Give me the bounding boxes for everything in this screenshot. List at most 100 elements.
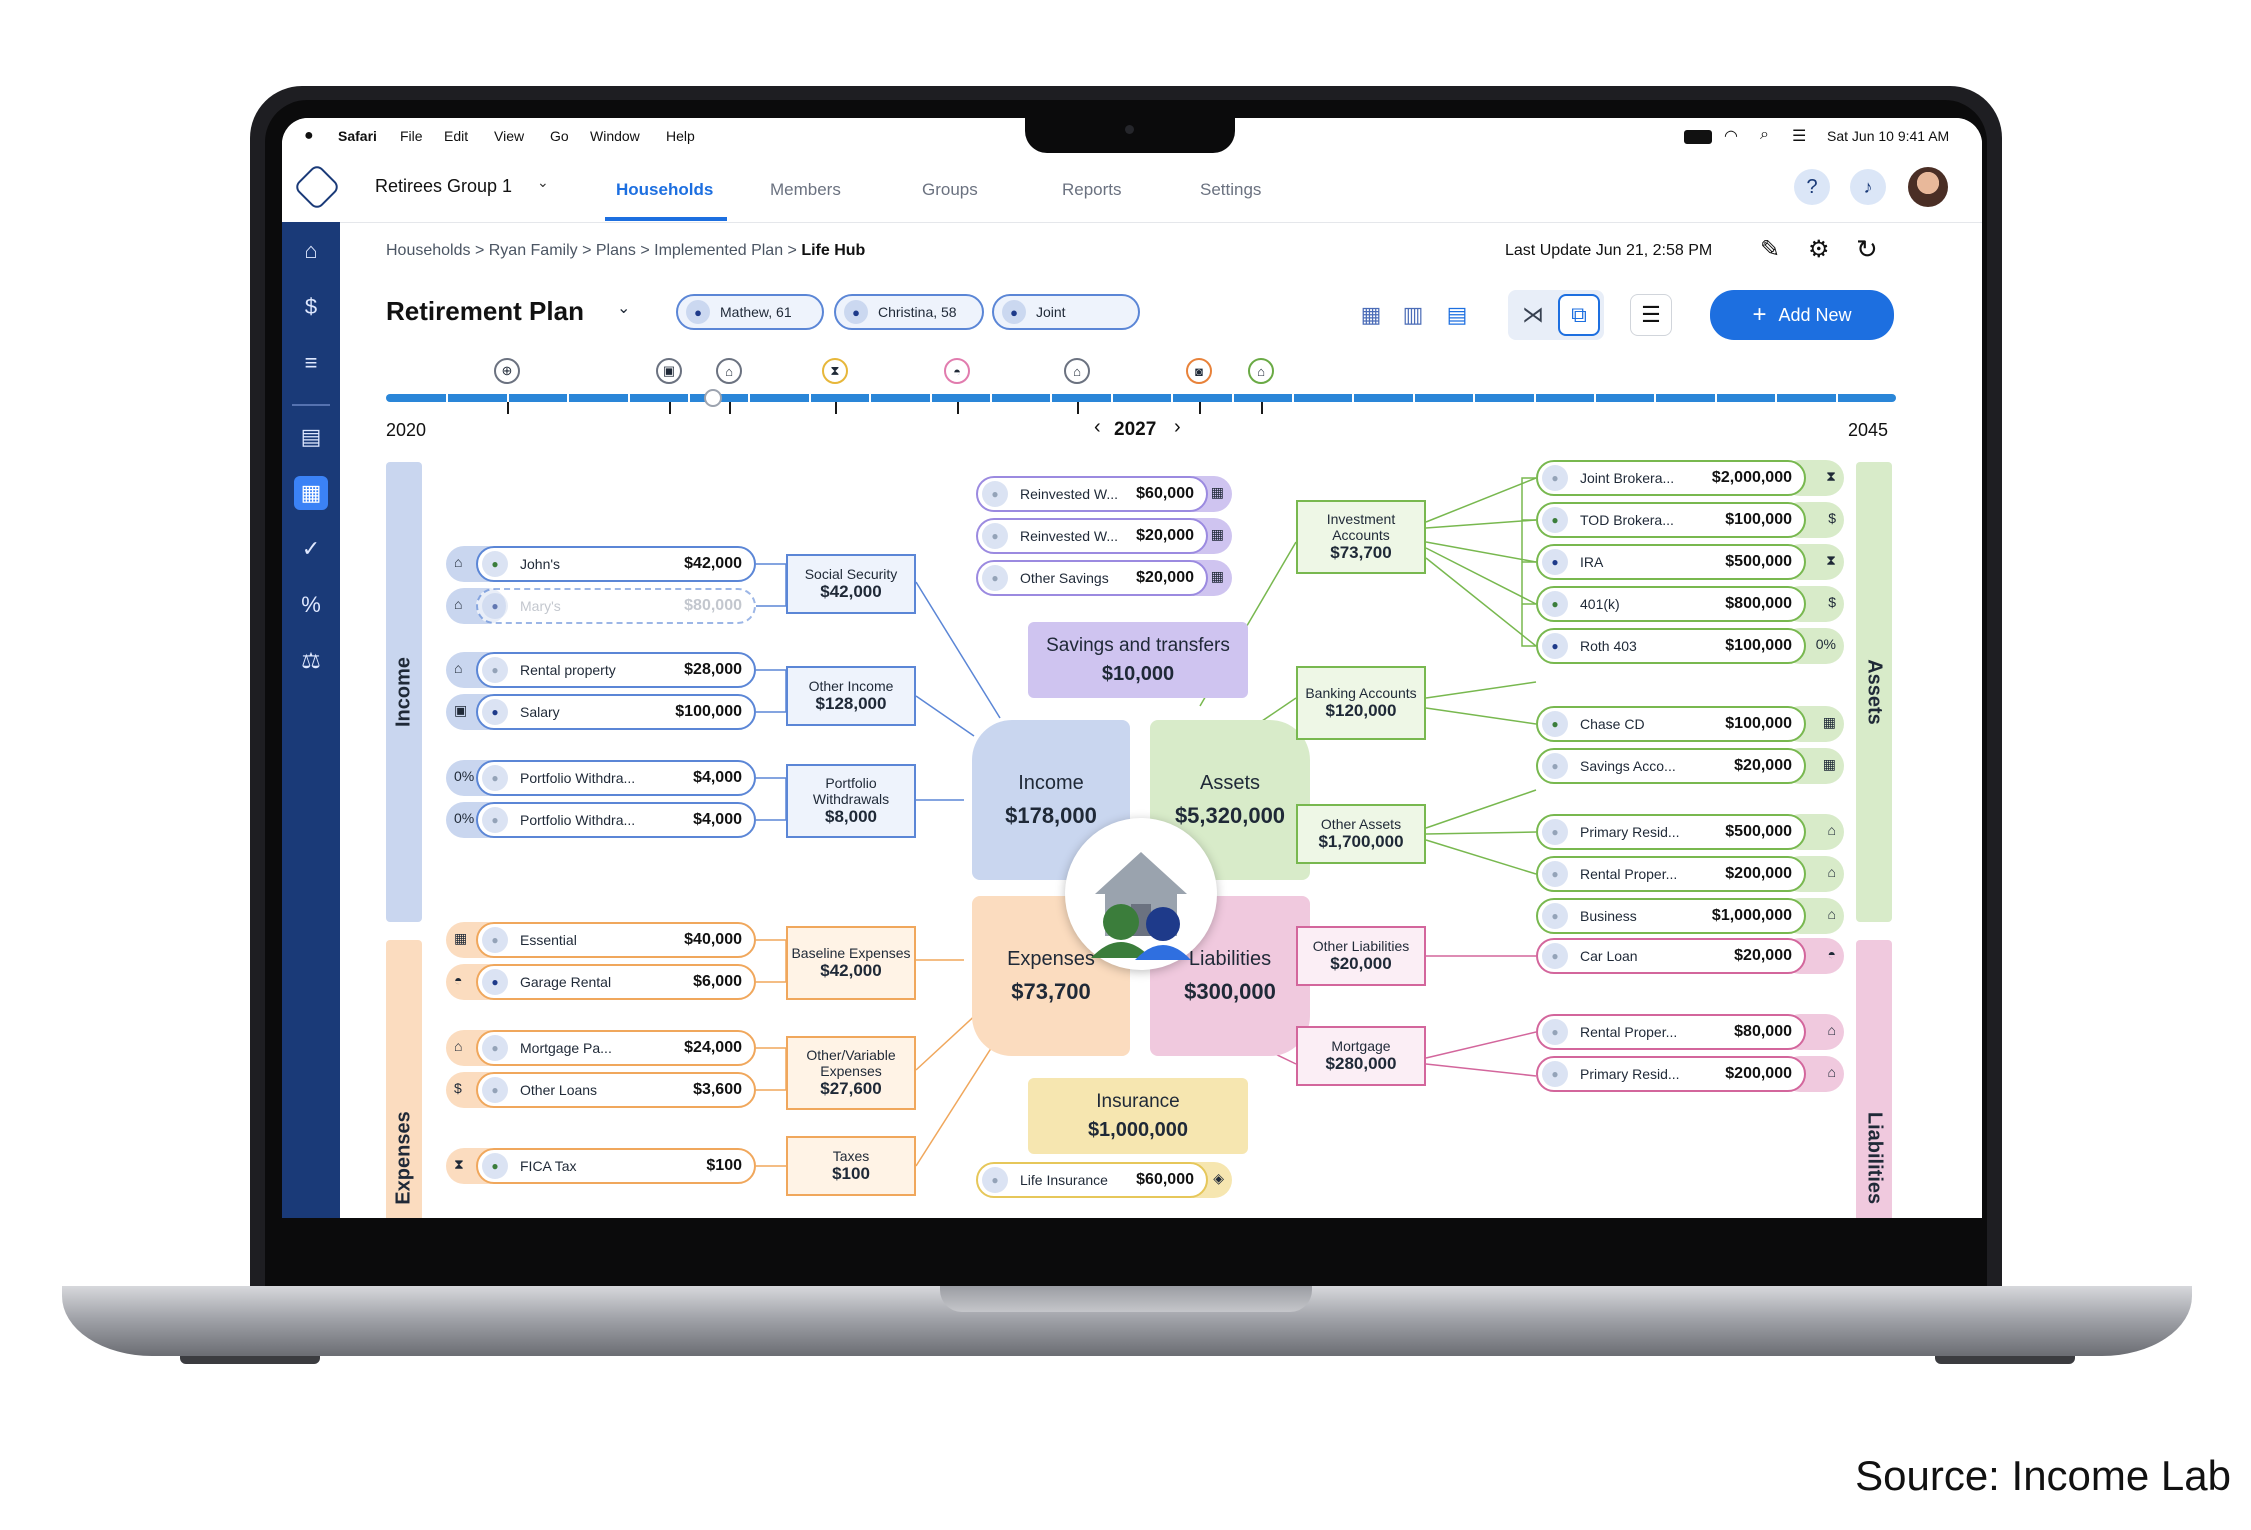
group-other-liabilities[interactable]: Other Liabilities$20,000	[1296, 926, 1426, 986]
menu-file[interactable]: File	[400, 128, 423, 144]
menu-window[interactable]: Window	[590, 128, 640, 144]
menu-clock[interactable]: Sat Jun 10 9:41 AM	[1827, 128, 1950, 144]
menu-go[interactable]: Go	[550, 128, 569, 144]
bank-icon: ⌂	[454, 596, 463, 612]
group-value: $20,000	[1330, 954, 1392, 973]
tab-groups[interactable]: Groups	[922, 180, 978, 199]
item-label: Other Savings	[1020, 570, 1109, 586]
item-card: ●IRA$500,000	[1536, 544, 1806, 580]
group-label: Other Liabilities	[1312, 938, 1410, 954]
group-portfolio-withdrawals[interactable]: Portfolio Withdrawals$8,000	[786, 764, 916, 838]
group-social-security[interactable]: Social Security$42,000	[786, 554, 916, 614]
menu-icon[interactable]: ≡	[304, 350, 318, 375]
apple-icon[interactable]: ●	[304, 127, 314, 144]
layout-icon[interactable]: ▤	[300, 424, 322, 449]
house-icon: ⌂	[1827, 1022, 1836, 1038]
group-baseline-expenses[interactable]: Baseline Expenses$42,000	[786, 926, 916, 1000]
control-center-icon[interactable]: ☰	[1792, 128, 1807, 145]
timeline-event-bank-icon[interactable]: ⌂	[716, 358, 742, 384]
menu-edit[interactable]: Edit	[444, 128, 469, 144]
scales-icon[interactable]: ⚖	[301, 648, 321, 673]
tab-settings[interactable]: Settings	[1200, 180, 1262, 199]
summary-value: $10,000	[1101, 662, 1175, 685]
stack-view-icon[interactable]: ▤	[1446, 302, 1468, 327]
timeline-handle[interactable]	[704, 389, 722, 407]
item-value: $20,000	[1734, 757, 1792, 774]
percent-icon[interactable]: %	[301, 592, 321, 617]
group-other-variable-expenses[interactable]: Other/Variable Expenses$27,600	[786, 1036, 916, 1110]
filter-sliders-icon[interactable]: ☰	[1630, 294, 1672, 336]
group-banking-accounts[interactable]: Banking Accounts$120,000	[1296, 666, 1426, 740]
group-investment-accounts[interactable]: Investment Accounts$73,700	[1296, 500, 1426, 574]
home-icon[interactable]: ⌂	[304, 238, 318, 263]
timeline-event-add-icon[interactable]: ⊕	[494, 358, 520, 384]
clipboard-icon[interactable]: ✓	[301, 536, 321, 561]
timeline-event-bank-icon[interactable]: ⌂	[1064, 358, 1090, 384]
laptop-foot	[1935, 1356, 2075, 1364]
money-icon[interactable]: $	[304, 294, 318, 319]
dollar-icon: $	[1828, 594, 1836, 610]
tab-members[interactable]: Members	[770, 180, 841, 199]
group-other-income[interactable]: Other Income$128,000	[786, 666, 916, 726]
household-hub[interactable]	[1065, 818, 1217, 970]
flow-view-icon[interactable]: ⋊	[1522, 302, 1544, 327]
breadcrumb: Households > Ryan Family > Plans > Imple…	[386, 242, 865, 260]
quad-value: $73,700	[1011, 978, 1091, 1004]
bell-icon[interactable]: ♪	[1850, 169, 1886, 205]
laptop-bottom-bezel	[265, 1218, 1987, 1286]
menu-view[interactable]: View	[494, 128, 525, 144]
member-pill-christina[interactable]: ●Christina, 58	[834, 294, 984, 330]
help-icon[interactable]: ?	[1794, 169, 1830, 205]
item-card: ●Essential$40,000	[476, 922, 756, 958]
timeline-event-car-icon[interactable]: ◓	[944, 358, 970, 384]
group-mortgage[interactable]: Mortgage$280,000	[1296, 1026, 1426, 1086]
timeline-end-year: 2045	[1848, 420, 1889, 440]
menu-app-name[interactable]: Safari	[338, 128, 377, 144]
owner-avatar-icon: ●	[1542, 507, 1568, 533]
insurance-summary[interactable]: Insurance$1,000,000	[1028, 1078, 1248, 1154]
refresh-icon[interactable]: ↻	[1856, 234, 1878, 264]
group-taxes[interactable]: Taxes$100	[786, 1136, 916, 1196]
liabilities-band	[1856, 940, 1892, 1218]
avatar[interactable]	[1908, 167, 1948, 207]
timeline-event-house-icon[interactable]: ⌂	[1248, 358, 1274, 384]
timeline-year-divider	[869, 394, 872, 402]
battery-icon[interactable]	[1684, 130, 1712, 144]
plan-chevron-down-icon[interactable]: ⌄	[617, 300, 631, 317]
timeline-event-briefcase-icon[interactable]: ▣	[656, 358, 682, 384]
gear-icon[interactable]: ⚙	[1808, 236, 1830, 263]
timeline-event-hourglass-icon[interactable]: ⧗	[822, 358, 848, 384]
menu-help[interactable]: Help	[666, 128, 695, 144]
breadcrumb-trail[interactable]: Households > Ryan Family > Plans > Imple…	[386, 242, 802, 259]
briefcase-icon: ▣	[454, 702, 468, 718]
timeline-year-divider	[1352, 394, 1355, 402]
tab-households[interactable]: Households	[616, 180, 714, 199]
group-selector[interactable]: Retirees Group 1	[375, 176, 513, 196]
edit-pencil-icon[interactable]: ✎	[1760, 236, 1781, 263]
spotlight-icon[interactable]: ⌕	[1760, 126, 1769, 143]
grid-view-icon[interactable]: ▦	[1360, 302, 1382, 327]
tab-reports[interactable]: Reports	[1062, 180, 1122, 199]
block-view-icon[interactable]: ▥	[1402, 302, 1424, 327]
group-value: $42,000	[820, 961, 882, 980]
owner-avatar-icon: ●	[482, 969, 508, 995]
item-card: ●FICA Tax$100	[476, 1148, 756, 1184]
hub-view-icon[interactable]: ⧉	[1558, 294, 1600, 336]
item-value: $3,600	[693, 1081, 742, 1098]
grid-icon[interactable]: ▦	[294, 476, 328, 510]
timeline-bar[interactable]	[386, 394, 1896, 402]
timeline-event-safe-icon[interactable]: ◙	[1186, 358, 1212, 384]
year-prev-button[interactable]: ‹	[1094, 416, 1101, 438]
member-pill-mathew[interactable]: ●Mathew, 61	[676, 294, 824, 330]
add-new-button[interactable]: +Add New	[1710, 290, 1894, 340]
hourglass-icon: ⧗	[1826, 468, 1836, 484]
group-other-assets[interactable]: Other Assets$1,700,000	[1296, 804, 1426, 864]
wifi-icon[interactable]: ◠	[1724, 128, 1738, 145]
year-next-button[interactable]: ›	[1174, 416, 1181, 438]
chevron-down-icon[interactable]: ⌄	[537, 174, 549, 190]
savings-transfers-summary[interactable]: Savings and transfers$10,000	[1028, 622, 1248, 698]
item-card: ●Rental property$28,000	[476, 652, 756, 688]
timeline-year-divider	[1171, 394, 1174, 402]
breadcrumb-current: Life Hub	[801, 242, 866, 259]
member-pill-joint[interactable]: ●Joint	[992, 294, 1140, 330]
